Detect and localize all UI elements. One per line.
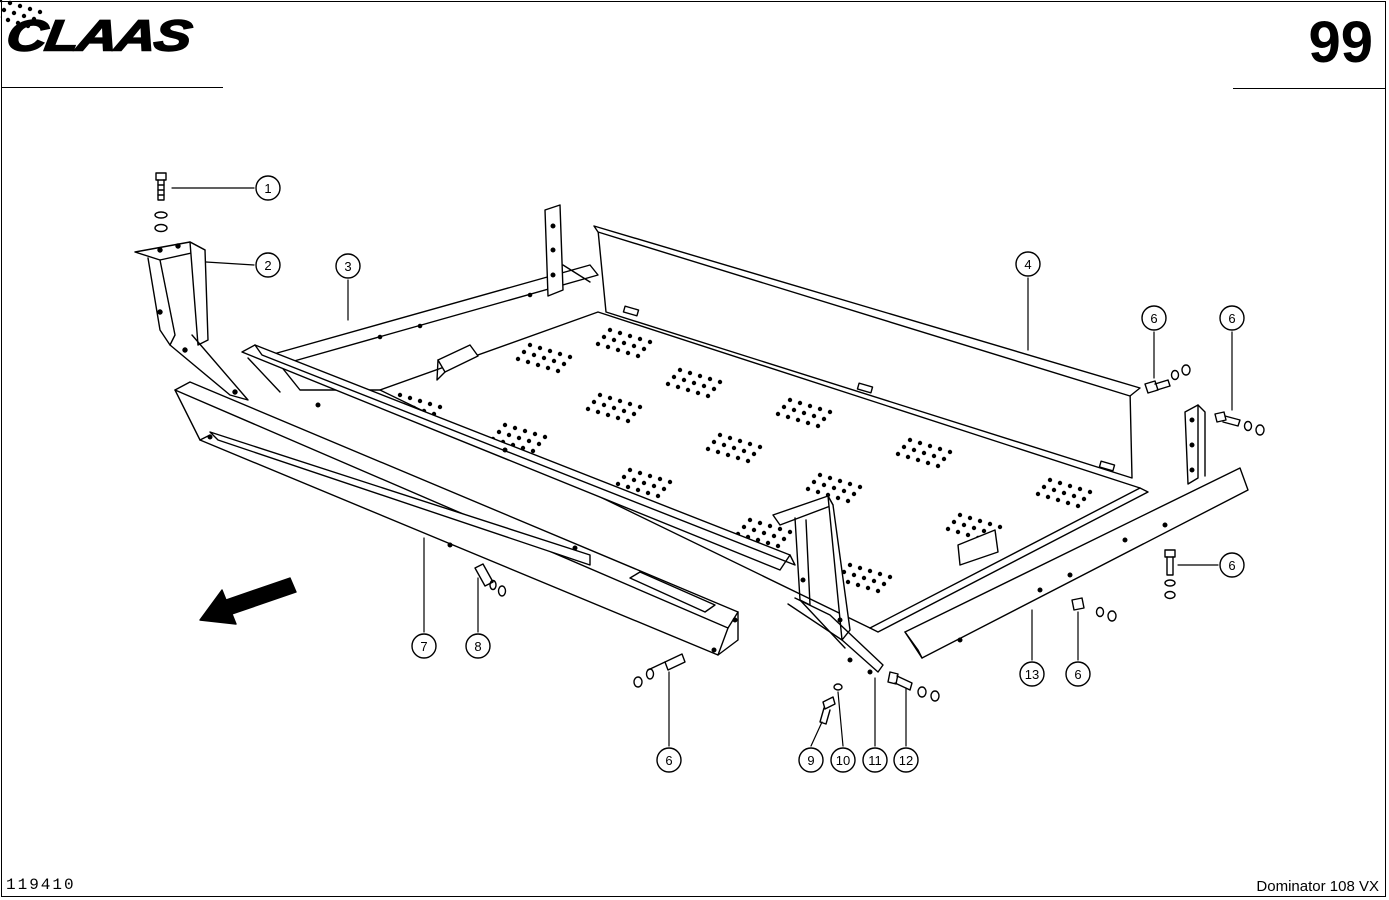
washer-10 — [833, 683, 843, 691]
callout-6-vertical-label: 6 — [1228, 558, 1235, 573]
callout-6-rear — [1141, 305, 1167, 331]
callout-11-label: 11 — [868, 753, 882, 768]
front-channel — [174, 381, 739, 656]
callout-7-label: 7 — [420, 639, 427, 654]
callout-8 — [465, 633, 491, 659]
page-number-underline — [1233, 88, 1386, 89]
callout-6-vertical — [1219, 552, 1245, 578]
floor-panel — [379, 311, 1149, 633]
callout-2 — [255, 252, 281, 278]
callout-13-label: 13 — [1025, 667, 1039, 682]
direction-arrow-icon — [199, 577, 297, 625]
callout-6-right-rail — [1065, 661, 1091, 687]
rear-wall — [593, 225, 1141, 479]
callout-13 — [1019, 661, 1045, 687]
model-name: Dominator 108 VX — [1256, 878, 1379, 895]
callout-4-label: 4 — [1024, 257, 1031, 272]
page-number: 99 — [1308, 10, 1373, 75]
callout-10 — [830, 747, 856, 773]
callout-9 — [798, 747, 824, 773]
callout-4 — [1015, 251, 1041, 277]
callout-1 — [255, 175, 281, 201]
bolt-6-right-rail-assembly — [1071, 597, 1117, 622]
callout-7 — [411, 633, 437, 659]
bracket-left — [134, 241, 249, 401]
callout-2-label: 2 — [264, 258, 271, 273]
callout-9-label: 9 — [807, 753, 814, 768]
callout-6-front — [656, 747, 682, 773]
callout-6-right-rail-label: 6 — [1074, 667, 1081, 682]
bolt-9 — [819, 696, 836, 725]
bolt-6-vertical-assembly — [1164, 549, 1176, 600]
callout-6-rear-label: 6 — [1150, 311, 1157, 326]
callouts: 1 2 3 4 6 6 6 7 8 6 9 10 11 12 13 6 — [255, 175, 1245, 773]
callout-12 — [893, 747, 919, 773]
bolt-6-front-assembly — [633, 653, 686, 688]
callout-11 — [862, 747, 888, 773]
callout-1-label: 1 — [264, 181, 271, 196]
right-rail — [904, 404, 1249, 659]
callout-10-label: 10 — [836, 753, 850, 768]
callout-6-upper-right-label: 6 — [1228, 311, 1235, 326]
brand-underline — [2, 87, 223, 88]
callout-6-upper-right — [1219, 305, 1245, 331]
callout-6-front-label: 6 — [665, 753, 672, 768]
middle-beam — [241, 344, 796, 571]
callout-3 — [335, 253, 361, 279]
leader-lines — [171, 187, 1233, 747]
bolt-6-rear-assembly — [1144, 364, 1191, 394]
bolt-1-assembly — [154, 172, 168, 233]
bolt-12-assembly — [887, 671, 940, 702]
bolt-6-upper-right-assembly — [1214, 411, 1265, 436]
center-upright — [772, 495, 884, 675]
callout-3-label: 3 — [344, 259, 351, 274]
floor-perforations — [0, 0, 1093, 594]
callout-12-label: 12 — [899, 753, 913, 768]
callout-8-label: 8 — [474, 639, 481, 654]
drawing-id: 119410 — [6, 876, 76, 894]
bolt-8-assembly — [474, 563, 507, 597]
